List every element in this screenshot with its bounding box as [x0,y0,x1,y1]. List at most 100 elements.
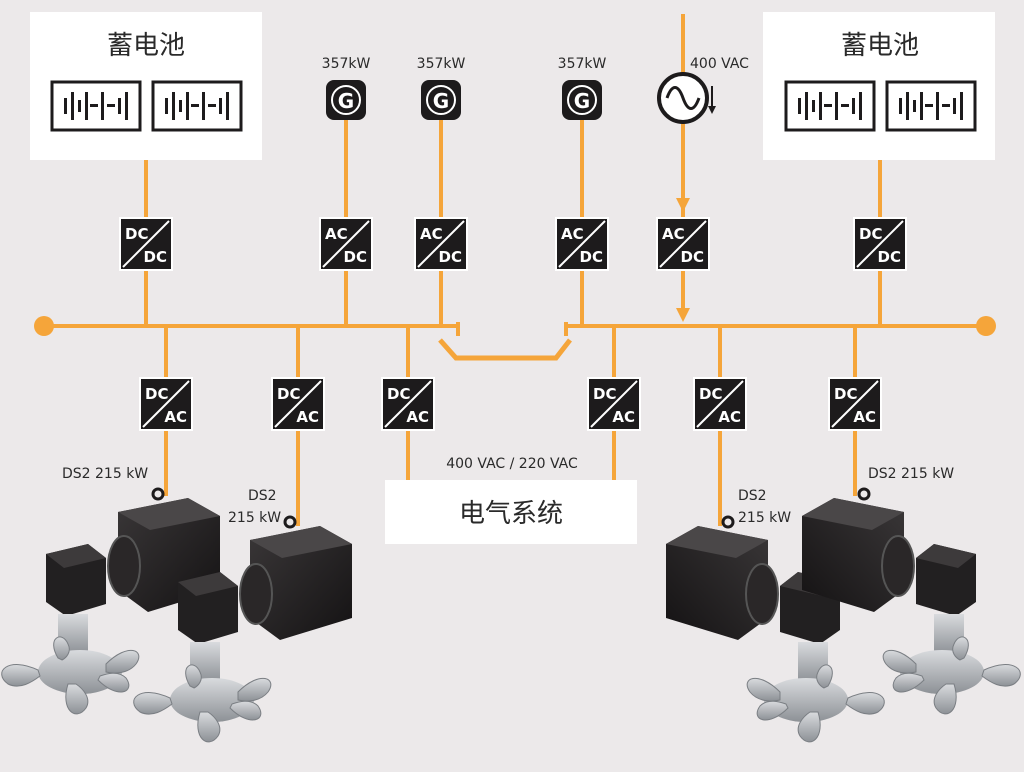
converter-input-type: DC [834,385,857,403]
converter-divider [590,380,638,428]
converter-output-type: DC [580,248,603,266]
thruster-labels: DS2 215 kW DS2 215 kW DS2 215 kW DS2 215… [62,466,954,526]
motor-terminal [283,515,297,529]
motor-terminal [857,487,871,501]
converter-divider [384,380,432,428]
converter-top-4: AC DC [555,217,609,271]
gearbox-top [178,572,238,596]
propeller-blade [1,664,41,687]
electrical-system-panel [385,480,637,544]
propeller-blade [797,711,821,743]
bus-endpoint-left [34,316,54,336]
generator-ring [567,85,597,115]
converter-output-type: DC [439,248,462,266]
converter-top-3: AC DC [414,217,468,271]
converter-bottom-6: DC AC [828,377,882,431]
converter-bottom-2: DC AC [271,377,325,431]
thruster-3-label: DS2 [738,488,767,504]
thruster-4 [802,487,1021,715]
propeller-blade [53,636,70,661]
converter-divider [274,380,322,428]
arrow-down-icon [708,106,716,114]
converter-input-type: DC [387,385,410,403]
converter-output-type: AC [853,408,876,426]
thruster-4-label: DS2 215 kW [868,466,954,482]
gearbox-top [916,544,976,568]
propeller-blade [892,672,925,693]
gearbox-top [46,544,106,568]
motor-body [250,526,352,640]
generator-1-power: 357kW [322,56,371,72]
converter-input-type: AC [325,225,348,243]
converter-divider [142,380,190,428]
thruster-2-label-power: 215 kW [228,510,281,526]
motor-body [666,526,768,640]
thrusters [1,487,1021,743]
converter-bottom-1: DC AC [139,377,193,431]
converter-divider [558,220,606,268]
bus-tie-link [438,338,572,361]
converter-divider [831,380,879,428]
converter-output-type: AC [406,408,429,426]
motor-terminal [151,487,165,501]
propeller-blade [845,692,885,715]
converter-input-type: AC [662,225,685,243]
converter-input-type: DC [145,385,168,403]
propeller-blade [746,677,781,702]
propeller-blade [97,672,130,693]
thruster-1 [1,487,220,715]
electrical-system-voltage: 400 VAC / 220 VAC [446,456,578,472]
battery-cell-icon [784,80,876,132]
propeller-blade [237,677,272,702]
generator-3-label: G [574,89,590,113]
shore-arrows [676,198,690,322]
motor-coupling [107,535,141,597]
converter-output-type: AC [612,408,635,426]
converter-output-type: DC [681,248,704,266]
generator-2-label: G [433,89,449,113]
battery-left-title: 蓄电池 [107,31,185,61]
converter-output-type: AC [296,408,319,426]
battery-cell-icon [50,80,142,132]
thruster-2-label: DS2 [248,488,277,504]
converter-divider [322,220,370,268]
generator-2-power: 357kW [417,56,466,72]
propeller-blade [816,664,833,689]
propeller-blade [933,683,957,715]
battery-cell-icon [151,80,243,132]
converter-divider [696,380,744,428]
converter-input-type: DC [699,385,722,403]
converter-divider [122,220,170,268]
converter-input-type: AC [420,225,443,243]
converter-input-type: DC [859,225,882,243]
converter-input-type: DC [277,385,300,403]
arrow-down-icon [676,198,690,212]
motor-terminal [721,515,735,529]
converter-output-type: DC [878,248,901,266]
converter-divider [417,220,465,268]
generator-ring [331,85,361,115]
battery-left: 蓄电池 [30,12,262,160]
propeller-blade [952,636,969,661]
propeller-blade [882,649,917,674]
converter-output-type: AC [718,408,741,426]
converter-input-type: DC [125,225,148,243]
generator-ring [426,85,456,115]
motor-coupling [239,563,273,625]
battery-right: 蓄电池 [763,12,995,160]
bus-endpoint-right [976,316,996,336]
converter-output-type: AC [164,408,187,426]
motor-coupling [745,563,779,625]
converter-input-type: AC [561,225,584,243]
converter-bottom-5: DC AC [693,377,747,431]
generator-3-power: 357kW [558,56,607,72]
propeller-blade [133,692,173,715]
converter-top-6: DC DC [853,217,907,271]
